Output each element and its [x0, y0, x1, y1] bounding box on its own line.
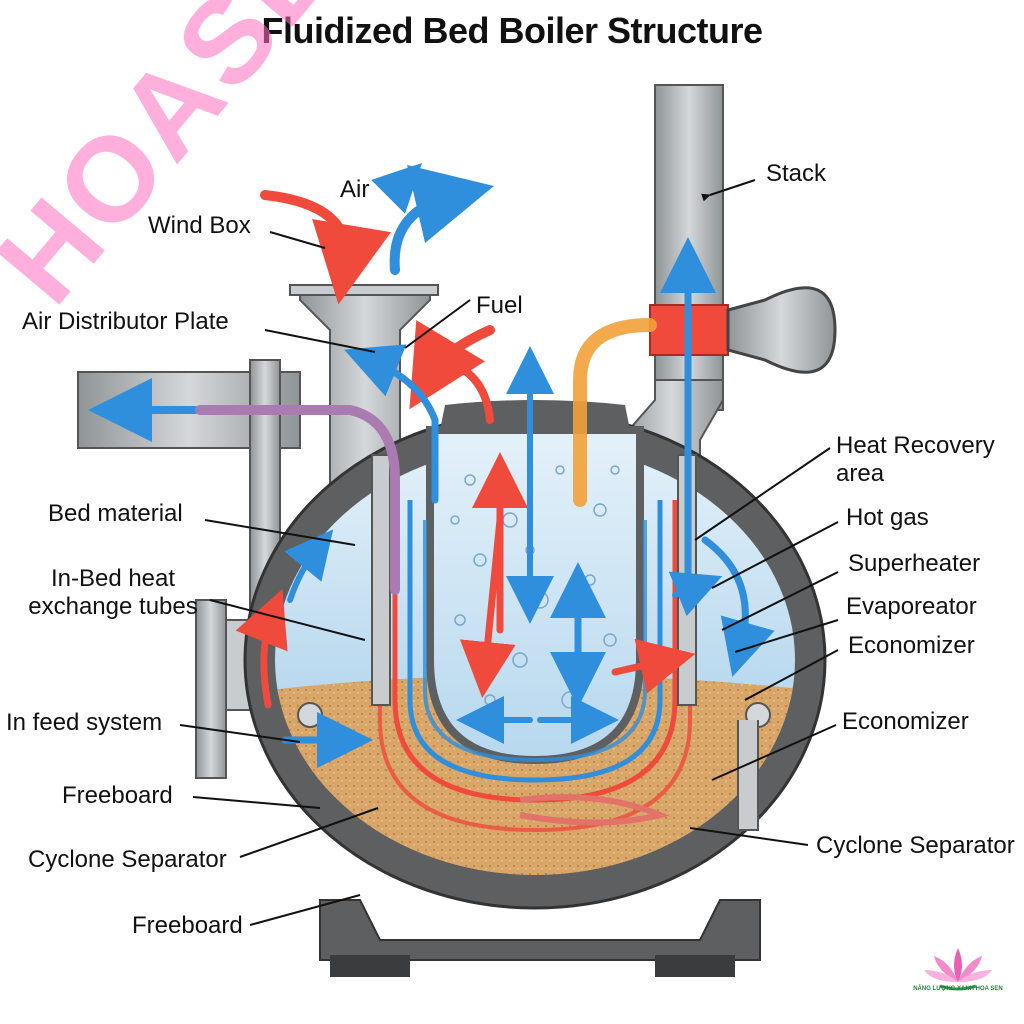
label-wind-box: Wind Box — [148, 212, 251, 239]
label-evaporator: Evaporeator — [846, 593, 977, 620]
leader-lines — [179, 179, 839, 926]
label-bed-material: Bed material — [48, 500, 183, 527]
fan-housing — [726, 286, 837, 374]
label-freeboard-1: Freeboard — [62, 782, 173, 809]
label-in-bed-line2: exchange tubes — [28, 592, 198, 620]
label-superheater: Superheater — [848, 550, 981, 577]
label-heat-recovery-area: Heat Recovery area — [836, 432, 995, 487]
lotus-logo-icon — [924, 948, 992, 991]
label-air: Air — [340, 176, 370, 203]
label-cyclone-separator-right: Cyclone Separator — [816, 832, 1015, 859]
label-in-bed-line1: In-Bed heat — [50, 565, 176, 592]
page-title: Fluidized Bed Boiler Structure — [261, 10, 763, 51]
label-freeboard-2: Freeboard — [132, 912, 243, 939]
label-cyclone-separator-left: Cyclone Separator — [28, 846, 227, 873]
label-heat-recovery-line2: area — [836, 459, 885, 487]
logo-caption: NĂNG LƯỢNG XANH HOA SEN — [913, 986, 1003, 992]
label-hot-gas: Hot gas — [846, 504, 929, 531]
flow-arrows — [88, 163, 775, 768]
label-in-bed-heat-exchange-tubes: In-Bed heat exchange tubes — [18, 565, 208, 620]
label-fuel: Fuel — [476, 292, 523, 319]
label-economizer-1: Economizer — [848, 632, 975, 659]
label-in-feed-system: In feed system — [6, 709, 163, 736]
label-air-distributor-plate: Air Distributor Plate — [22, 308, 229, 335]
boiler-base — [319, 899, 761, 961]
label-heat-recovery-line1: Heat Recovery — [836, 432, 995, 459]
label-economizer-2: Economizer — [842, 708, 969, 735]
bed-chamber — [426, 426, 644, 765]
heat-exchange-tubes — [378, 500, 692, 833]
label-stack: Stack — [766, 160, 827, 187]
